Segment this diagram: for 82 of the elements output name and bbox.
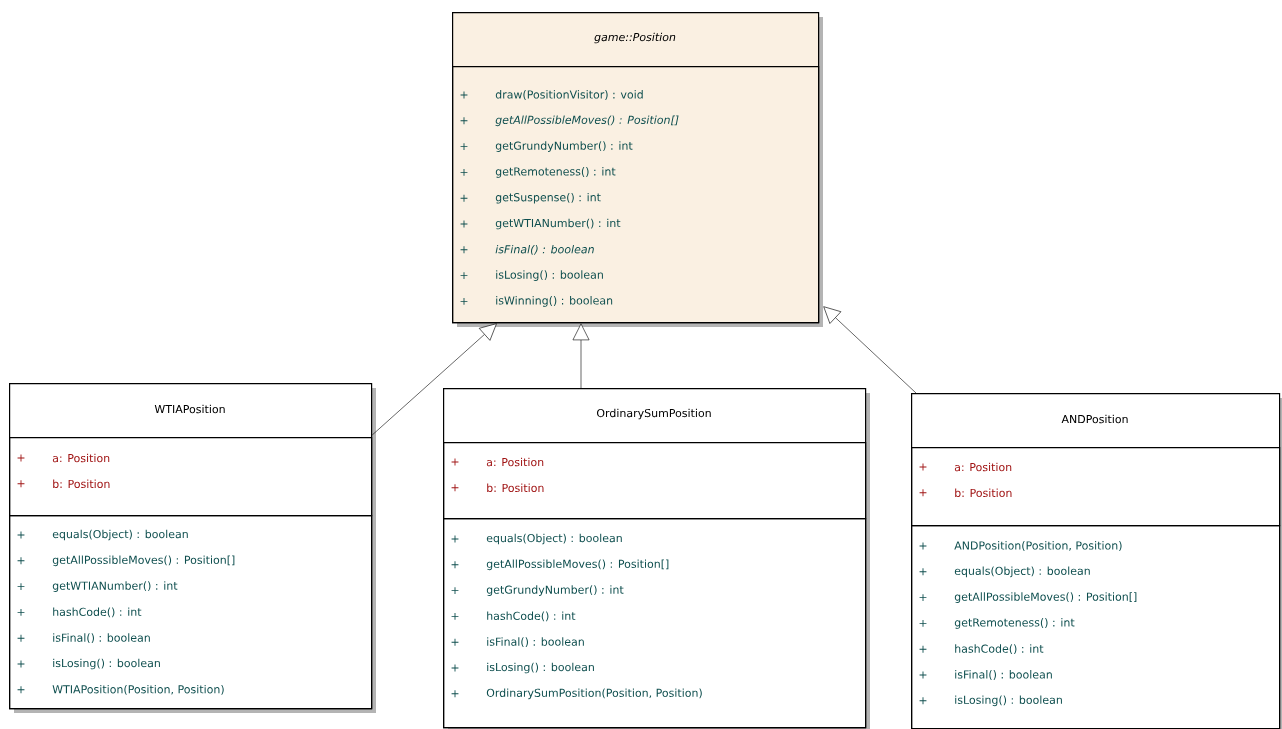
operation-text: hashCode() : int: [53, 607, 142, 618]
visibility-marker: +: [17, 583, 25, 591]
generalization-arrow: [572, 323, 590, 389]
visibility-marker: +: [460, 117, 468, 125]
visibility-marker: +: [919, 594, 927, 602]
operation-text: draw(PositionVisitor) : void: [495, 90, 643, 100]
visibility-marker: +: [17, 454, 25, 462]
visibility-marker: +: [460, 91, 468, 99]
attribute-text: b: Position: [53, 479, 110, 489]
operation-text: getGrundyNumber() : int: [486, 585, 624, 596]
visibility-marker: +: [451, 690, 459, 698]
operation-text: getRemoteness() : int: [954, 618, 1075, 629]
visibility-marker: +: [451, 638, 459, 646]
visibility-marker: +: [919, 542, 927, 550]
visibility-marker: +: [451, 587, 459, 595]
operation-text: WTIAPosition(Position, Position): [52, 684, 224, 695]
visibility-marker: +: [460, 220, 468, 228]
operation-text: getAllPossibleMoves() : Position[]: [52, 555, 235, 567]
visibility-marker: +: [460, 194, 468, 202]
attribute-compartment: [911, 447, 1281, 527]
operation-text: isFinal() : boolean: [955, 670, 1052, 680]
visibility-marker: +: [919, 671, 927, 679]
visibility-marker: +: [17, 686, 25, 694]
operation-text: isLosing() : boolean: [955, 695, 1062, 707]
visibility-marker: +: [919, 489, 927, 497]
operation-text: equals(Object) : boolean: [52, 529, 188, 541]
visibility-marker: +: [451, 664, 459, 672]
visibility-marker: +: [919, 568, 927, 576]
visibility-marker: +: [451, 484, 459, 492]
visibility-marker: +: [460, 143, 468, 151]
operation-text: equals(Object) : boolean: [954, 566, 1090, 578]
operation-compartment: [443, 518, 867, 729]
visibility-marker: +: [919, 463, 927, 471]
operation-text: getWTIANumber() : int: [52, 581, 178, 592]
operation-text: getAllPossibleMoves() : Position[]: [486, 559, 669, 571]
visibility-marker: +: [919, 697, 927, 705]
operation-compartment: [9, 515, 373, 710]
operation-text: isFinal() : boolean: [495, 244, 594, 255]
attribute-text: a: Position: [486, 457, 544, 467]
visibility-marker: +: [460, 272, 468, 280]
operation-text: isFinal() : boolean: [487, 637, 584, 648]
operation-text: isLosing() : boolean: [487, 662, 594, 674]
visibility-marker: +: [17, 531, 25, 539]
operation-text: getSuspense() : int: [495, 192, 601, 204]
visibility-marker: +: [17, 557, 25, 565]
visibility-marker: +: [460, 297, 468, 305]
operation-text: getGrundyNumber() : int: [495, 141, 633, 152]
visibility-marker: +: [17, 480, 25, 488]
operation-text: ANDPosition(Position, Position): [954, 541, 1122, 551]
visibility-marker: +: [460, 246, 468, 254]
operation-text: hashCode() : int: [487, 611, 576, 622]
operation-compartment: [452, 66, 820, 324]
operation-compartment: [911, 525, 1281, 729]
visibility-marker: +: [460, 168, 468, 176]
attribute-text: a: Position: [954, 462, 1012, 472]
operation-text: getWTIANumber() : int: [495, 218, 621, 230]
attribute-text: a: Position: [52, 453, 110, 463]
visibility-marker: +: [919, 645, 927, 653]
operation-text: isLosing() : boolean: [53, 658, 160, 670]
operation-text: isWinning() : boolean: [496, 296, 613, 307]
visibility-marker: +: [17, 608, 25, 616]
visibility-marker: +: [17, 660, 25, 668]
attribute-compartment: [9, 437, 373, 517]
visibility-marker: +: [451, 535, 459, 543]
operation-text: isFinal() : boolean: [53, 633, 150, 644]
operation-text: getAllPossibleMoves() : Position[]: [495, 115, 679, 127]
generalization-arrow: [823, 306, 917, 394]
visibility-marker: +: [451, 612, 459, 620]
operation-text: getRemoteness() : int: [495, 167, 616, 178]
attribute-compartment: [443, 442, 867, 520]
attribute-text: b: Position: [487, 483, 544, 493]
attribute-text: b: Position: [955, 488, 1012, 498]
operation-text: hashCode() : int: [955, 644, 1044, 655]
operation-text: equals(Object) : boolean: [486, 533, 622, 545]
visibility-marker: +: [17, 634, 25, 642]
generalization-arrow: [371, 323, 497, 436]
operation-text: getAllPossibleMoves() : Position[]: [954, 592, 1137, 603]
visibility-marker: +: [451, 458, 459, 466]
operation-text: isLosing() : boolean: [496, 270, 603, 281]
operation-text: OrdinarySumPosition(Position, Position): [486, 688, 702, 700]
visibility-marker: +: [919, 619, 927, 627]
visibility-marker: +: [451, 561, 459, 569]
